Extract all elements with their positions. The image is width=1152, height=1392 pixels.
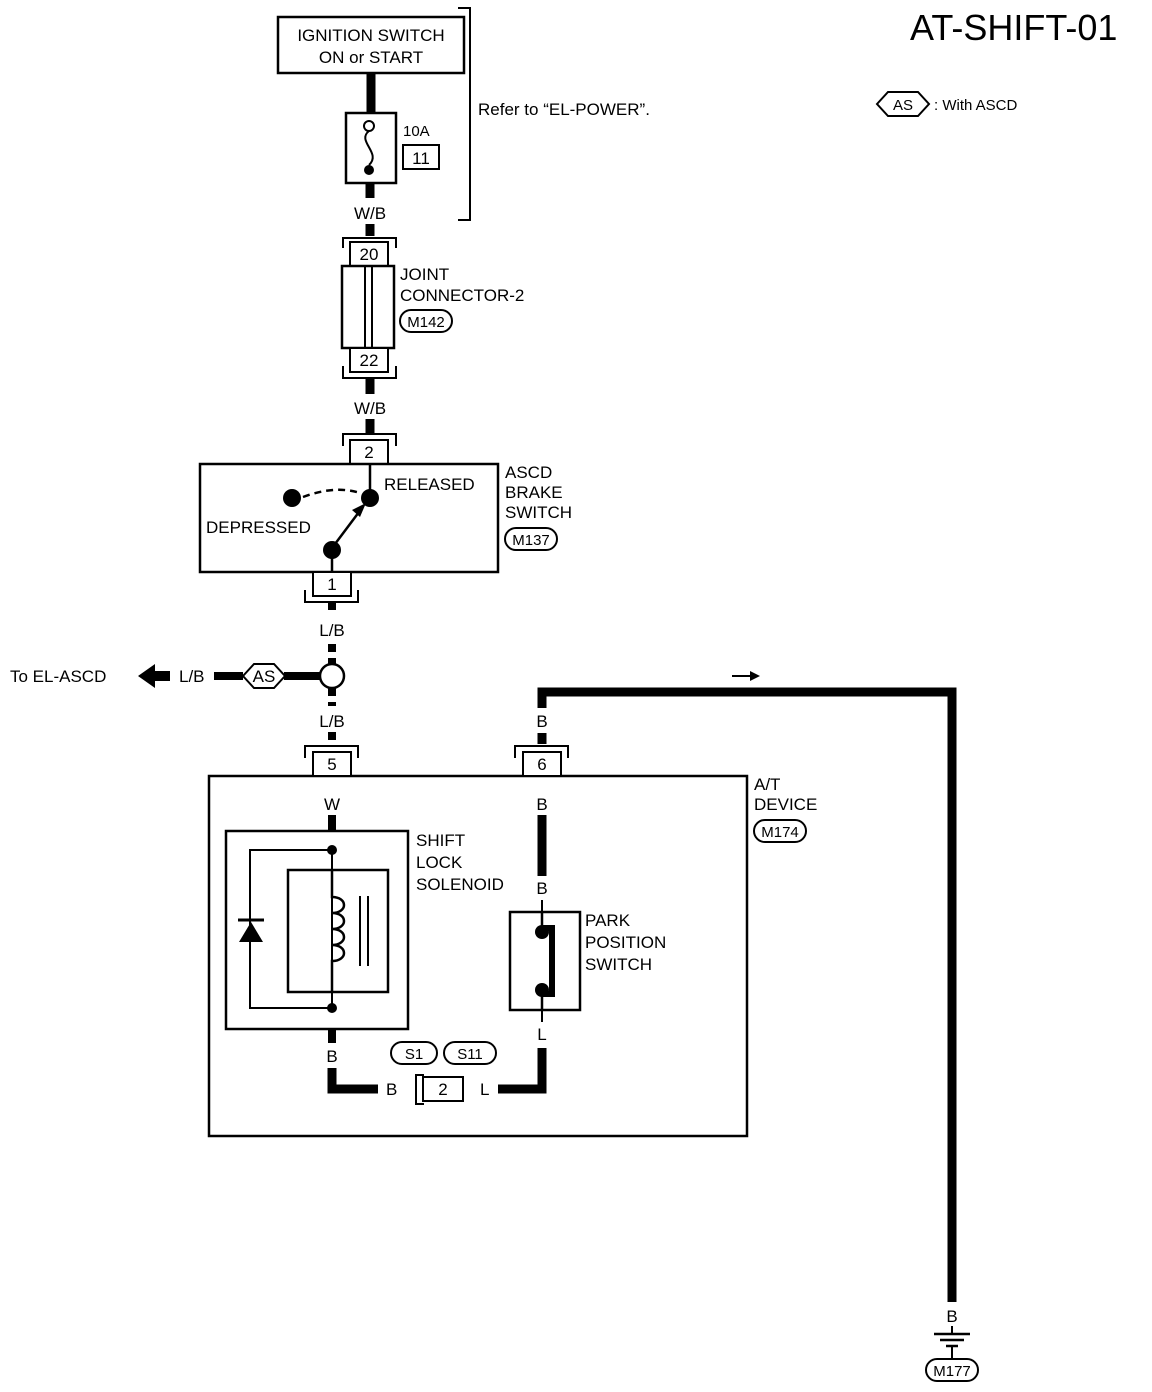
joint-pin-bottom: 22	[360, 351, 379, 370]
as-badge-branch-icon	[241, 663, 287, 689]
fuse-rating: 10A	[403, 123, 430, 140]
switch-contact-depressed-icon	[283, 489, 301, 507]
splice-code-s11: S11	[457, 1046, 483, 1063]
diode-icon	[239, 922, 263, 942]
splice-connector: S1 S11 2	[390, 1041, 497, 1105]
coil-icon	[330, 870, 346, 992]
wire-color-lb-2: L/B	[319, 712, 345, 731]
at-device-label-1: A/T	[754, 775, 780, 794]
switch-contact-released-icon	[361, 489, 379, 507]
brake-switch-label-2: BRAKE	[505, 483, 563, 502]
brake-switch-code: M137	[512, 532, 550, 549]
park-switch-label-2: POSITION	[585, 933, 666, 952]
wire-color-b-in: B	[536, 795, 547, 814]
ignition-switch: IGNITION SWITCH ON or START	[276, 15, 466, 75]
joint-connector-label-1: JOINT	[400, 265, 449, 284]
at-device: 5 6 A/T DEVICE M174	[207, 745, 817, 1138]
splice-code-s1: S1	[405, 1046, 423, 1063]
at-device-pin-5: 5	[327, 755, 336, 774]
wire-color-l: L	[537, 1025, 546, 1044]
wire-color-w: W	[324, 795, 340, 814]
park-position-switch: PARK POSITION SWITCH	[508, 910, 666, 1012]
ascd-brake-switch: 2 RELEASED DEPRESSED ASCD BRAKE SWITCH M…	[198, 433, 572, 603]
legend-badge-label: AS	[893, 97, 913, 114]
solenoid-label-3: SOLENOID	[416, 875, 504, 894]
at-device-code: M174	[761, 824, 799, 841]
splice-pin: 2	[438, 1080, 447, 1099]
ground-code: M177	[933, 1363, 971, 1380]
wire-color-b-ground: B	[946, 1307, 957, 1326]
wire-color-lb-side: L/B	[179, 667, 205, 686]
ground: B M177	[925, 1307, 979, 1382]
fuse-number: 11	[412, 149, 430, 168]
ignition-switch-label: IGNITION SWITCH	[297, 26, 444, 45]
ignition-switch-state: ON or START	[319, 48, 423, 67]
wire-color-l-conn: L	[480, 1080, 489, 1099]
legend: AS : With ASCD	[875, 91, 1018, 117]
power-bracket	[458, 7, 471, 221]
wire-color-b-conn: B	[386, 1080, 397, 1099]
brake-switch-label-1: ASCD	[505, 463, 552, 482]
joint-pin-top: 20	[360, 245, 379, 264]
wire-color-wb-2: W/B	[354, 399, 386, 418]
switch-closed-icon	[542, 925, 555, 997]
joint-connector-code: M142	[407, 314, 445, 331]
wire-color-b-top: B	[536, 712, 547, 731]
fuse-terminal-icon	[363, 120, 375, 132]
brake-switch-label-3: SWITCH	[505, 503, 572, 522]
wire-color-lb-1: L/B	[319, 621, 345, 640]
brake-switch-pin-bottom: 1	[327, 575, 336, 594]
refer-el-power: Refer to “EL-POWER”.	[478, 100, 650, 119]
brake-switch-pin-top: 2	[364, 443, 373, 462]
joint-connector: 20 22 JOINT CONNECTOR-2 M142	[340, 237, 524, 379]
at-device-pin-6: 6	[537, 755, 546, 774]
park-switch-label-3: SWITCH	[585, 955, 652, 974]
wire-color-b-mid: B	[536, 879, 547, 898]
solenoid-label-1: SHIFT	[416, 831, 465, 850]
splice-point-icon	[318, 662, 346, 690]
to-el-ascd-label: To EL-ASCD	[10, 667, 106, 686]
fuse-element-icon	[364, 130, 374, 166]
brake-switch-depressed-label: DEPRESSED	[206, 518, 311, 537]
ground-wire	[537, 687, 957, 1302]
arrow-left-icon	[138, 664, 170, 688]
at-device-label-2: DEVICE	[754, 795, 817, 814]
joint-connector-label-2: CONNECTOR-2	[400, 286, 524, 305]
ascd-branch-badge: AS	[253, 667, 276, 686]
shift-lock-solenoid: SHIFT LOCK SOLENOID	[224, 829, 504, 1031]
wire-color-wb-1: W/B	[354, 204, 386, 223]
park-switch-label-1: PARK	[585, 911, 631, 930]
as-badge-icon	[875, 91, 931, 117]
legend-text: : With ASCD	[934, 97, 1018, 114]
solenoid-label-2: LOCK	[416, 853, 463, 872]
wire-color-b-sol: B	[326, 1047, 337, 1066]
diagram-title: AT-SHIFT-01	[910, 7, 1117, 48]
fuse: 10A 11	[344, 111, 440, 185]
brake-switch-released-label: RELEASED	[384, 475, 475, 494]
ascd-branch: AS L/B To EL-ASCD	[10, 663, 320, 689]
switch-arm-icon	[331, 507, 363, 549]
